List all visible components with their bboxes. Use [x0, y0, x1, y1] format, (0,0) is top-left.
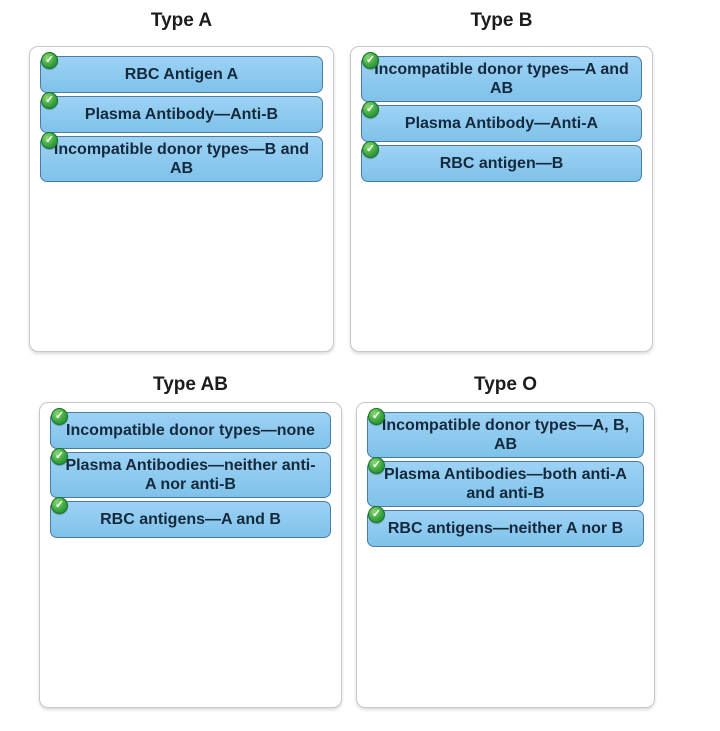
- chip-label: Incompatible donor types—B and AB: [53, 141, 310, 177]
- check-glyph: ✓: [371, 410, 382, 422]
- answer-chip[interactable]: ✓ RBC antigens—neither A nor B: [367, 506, 644, 547]
- check-glyph: ✓: [365, 103, 376, 115]
- group-type-ab: Type AB ✓ Incompatible donor types—none …: [39, 374, 342, 708]
- group-type-a: Type A ✓ RBC Antigen A ✓ Plasma Antibody…: [29, 10, 334, 352]
- group-title-type-ab: Type AB: [153, 374, 228, 395]
- drop-bin-type-b[interactable]: ✓ Incompatible donor types—A and AB ✓ Pl…: [350, 46, 653, 352]
- check-glyph: ✓: [365, 143, 376, 155]
- answer-chip[interactable]: ✓ Plasma Antibody—Anti-B: [40, 92, 323, 133]
- check-glyph: ✓: [54, 450, 65, 462]
- group-type-o: Type O ✓ Incompatible donor types—A, B, …: [356, 374, 655, 708]
- drop-bin-type-a[interactable]: ✓ RBC Antigen A ✓ Plasma Antibody—Anti-B…: [29, 46, 334, 352]
- check-circle-icon: ✓: [368, 506, 385, 523]
- group-title-type-b: Type B: [470, 10, 533, 31]
- answer-chip[interactable]: ✓ Incompatible donor types—B and AB: [40, 132, 323, 182]
- drop-bin-type-ab[interactable]: ✓ Incompatible donor types—none ✓ Plasma…: [39, 402, 342, 708]
- check-circle-icon: ✓: [362, 101, 379, 118]
- chip-label: RBC antigens—A and B: [100, 511, 281, 528]
- check-glyph: ✓: [371, 459, 382, 471]
- chip-label: RBC antigens—neither A nor B: [387, 520, 624, 537]
- check-circle-icon: ✓: [51, 448, 68, 465]
- answer-chip[interactable]: ✓ Plasma Antibodies—neither anti-A nor a…: [50, 448, 331, 498]
- chip-label: RBC Antigen A: [124, 66, 239, 83]
- answer-chip[interactable]: ✓ RBC antigens—A and B: [50, 497, 331, 538]
- check-glyph: ✓: [44, 134, 55, 146]
- check-glyph: ✓: [365, 54, 376, 66]
- check-glyph: ✓: [371, 508, 382, 520]
- check-glyph: ✓: [44, 94, 55, 106]
- group-type-b: Type B ✓ Incompatible donor types—A and …: [350, 10, 653, 352]
- answer-chip[interactable]: ✓ Incompatible donor types—none: [50, 408, 331, 449]
- check-circle-icon: ✓: [368, 457, 385, 474]
- check-circle-icon: ✓: [51, 497, 68, 514]
- chip-label: Plasma Antibody—Anti-A: [404, 115, 599, 132]
- group-title-type-o: Type O: [474, 374, 537, 395]
- answer-chip[interactable]: ✓ Plasma Antibody—Anti-A: [361, 101, 642, 142]
- chip-label: Incompatible donor types—none: [66, 422, 315, 439]
- answer-chip[interactable]: ✓ Plasma Antibodies—both anti-A and anti…: [367, 457, 644, 507]
- check-circle-icon: ✓: [368, 408, 385, 425]
- check-circle-icon: ✓: [41, 92, 58, 109]
- answer-chip[interactable]: ✓ RBC Antigen A: [40, 52, 323, 93]
- check-circle-icon: ✓: [362, 141, 379, 158]
- check-glyph: ✓: [54, 410, 65, 422]
- chip-label: RBC antigen—B: [439, 155, 564, 172]
- chip-label: Plasma Antibodies—neither anti-A nor ant…: [65, 457, 316, 493]
- check-circle-icon: ✓: [51, 408, 68, 425]
- drop-bin-type-o[interactable]: ✓ Incompatible donor types—A, B, AB ✓ Pl…: [356, 402, 655, 708]
- check-circle-icon: ✓: [41, 52, 58, 69]
- answer-chip[interactable]: ✓ RBC antigen—B: [361, 141, 642, 182]
- answer-chip[interactable]: ✓ Incompatible donor types—A, B, AB: [367, 408, 644, 458]
- group-title-type-a: Type A: [150, 10, 213, 31]
- chip-label: Plasma Antibodies—both anti-A and anti-B: [384, 466, 627, 502]
- chip-label: Incompatible donor types—A, B, AB: [381, 417, 630, 453]
- check-circle-icon: ✓: [41, 132, 58, 149]
- check-circle-icon: ✓: [362, 52, 379, 69]
- check-glyph: ✓: [44, 54, 55, 66]
- chip-label: Plasma Antibody—Anti-B: [84, 106, 279, 123]
- check-glyph: ✓: [54, 499, 65, 511]
- chip-label: Incompatible donor types—A and AB: [374, 61, 629, 97]
- answer-chip[interactable]: ✓ Incompatible donor types—A and AB: [361, 52, 642, 102]
